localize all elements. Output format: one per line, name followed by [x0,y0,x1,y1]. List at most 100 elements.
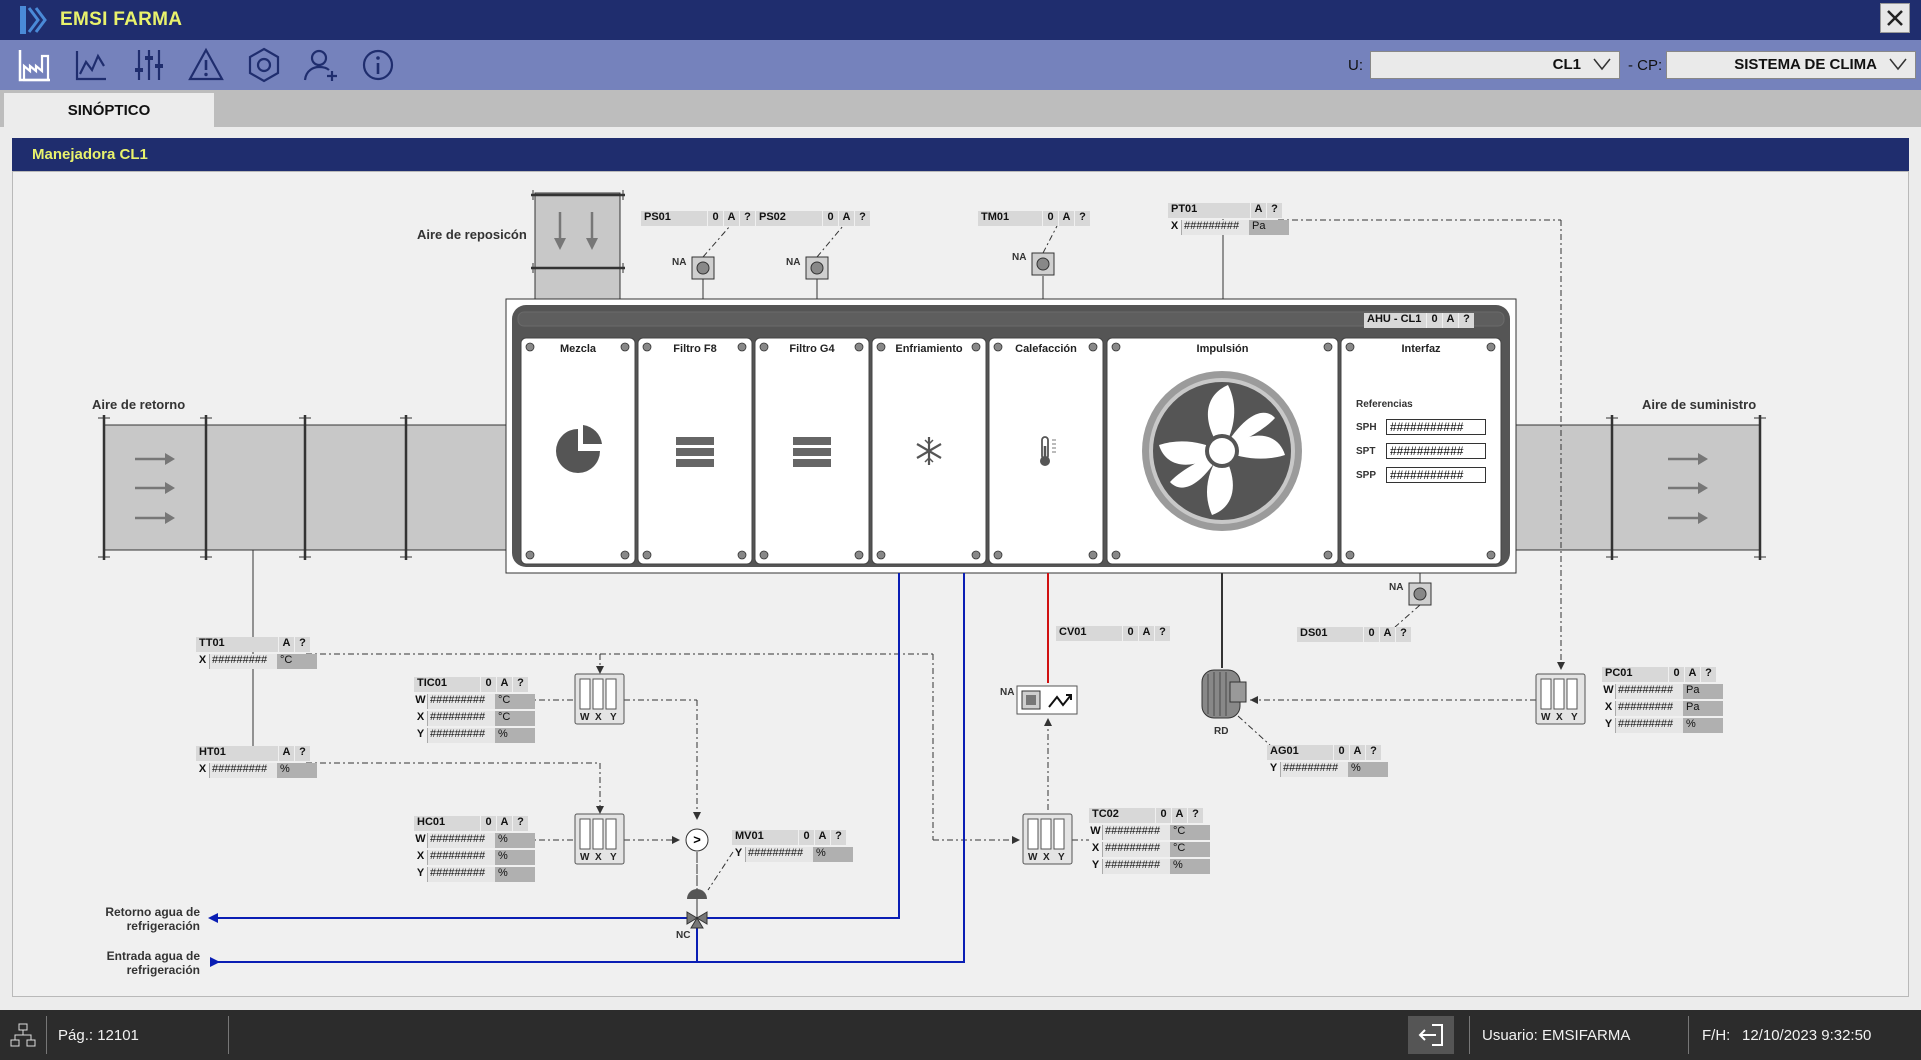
water-lines [216,573,965,963]
pid-wxy-labels: W X Y [1541,712,1578,723]
module-title-filtro-g4: Filtro G4 [789,343,835,355]
na-label: NA [1012,252,1027,263]
cp-dropdown[interactable]: SISTEMA DE CLIMA [1666,51,1916,79]
chevron-down-icon [1889,58,1907,71]
na-label: NA [672,257,687,268]
module-title-interfaz: Interfaz [1401,343,1441,355]
status-bar [0,1010,1921,1060]
module-title-filtro-f8: Filtro F8 [673,343,717,355]
settings-icon[interactable] [245,46,283,84]
na-label: NA [1000,687,1015,698]
sph-input[interactable]: ########### [1386,419,1486,435]
pc01-x-row: X#########Pa [1602,701,1723,716]
na-label: NA [786,257,801,268]
comparator [685,828,709,852]
tt01-x-row: X#########°C [196,654,317,669]
unit-value: CL1 [1552,56,1581,73]
user-icon[interactable] [302,46,340,84]
sliders-icon[interactable] [130,46,168,84]
tab-label: SINÓPTICO [67,102,151,119]
unit-label: U: [1348,57,1363,74]
supply-duct [1511,415,1766,560]
ds01-sensor [1408,573,1432,606]
sensors-top [691,219,1224,299]
mix-pie-icon [556,425,602,473]
tc02-y-row: Y#########% [1089,859,1210,874]
heating-valve [1016,573,1078,715]
logout-button[interactable] [1408,1016,1454,1054]
panel-header [12,138,1909,171]
tab-sinoptico[interactable]: SINÓPTICO [4,93,214,127]
close-button[interactable] [1880,3,1910,33]
hc01-y-row: Y#########% [414,867,535,882]
pt01-x-row: X#########Pa [1168,220,1289,235]
title-bar [0,0,1921,40]
rd-label: RD [1214,726,1229,737]
cp-value: SISTEMA DE CLIMA [1734,56,1877,73]
page-number: Pág.: 12101 [58,1027,139,1044]
spt-label: SPT [1356,446,1376,457]
ahu-modules [520,337,1502,565]
info-icon[interactable] [359,46,397,84]
pc01-y-row: Y#########% [1602,718,1723,733]
tc02-x-row: X#########°C [1089,842,1210,857]
hc01-w-row: W#########% [414,833,535,848]
pid-wxy-labels: W X Y [580,712,617,723]
spp-input[interactable]: ########### [1386,467,1486,483]
tic01-w-row: W#########°C [414,694,535,709]
datetime-value: 12/10/2023 9:32:50 [1742,1027,1872,1044]
spp-label: SPP [1356,470,1377,481]
motor-rd [1201,573,1247,719]
factory-icon[interactable] [16,46,54,84]
ag01-y-row: Y#########% [1267,762,1388,777]
signal-arrowheads [596,662,1565,844]
ht01-x-row: X#########% [196,763,317,778]
comparator-symbol: > [693,832,701,847]
spt-input[interactable]: ########### [1386,443,1486,459]
return-duct [98,415,507,560]
hc01-x-row: X#########% [414,850,535,865]
logout-icon [1418,1024,1443,1046]
pid-wxy-labels: W X Y [1028,852,1065,863]
nc-label: NC [676,930,691,941]
makeup-air-duct [531,190,625,300]
datetime-label: F/H: [1702,1027,1731,1044]
app-logo-icon [18,4,50,36]
module-screws [525,342,1496,560]
app-title: EMSI FARMA [60,9,183,30]
warning-icon[interactable] [187,46,225,84]
supply-air-label: Aire de suministro [1642,397,1757,412]
pid-blocks [574,673,1586,865]
makeup-air-label: Aire de reposicón [417,227,527,242]
diagram-canvas [98,190,1766,967]
tic01-x-row: X#########°C [414,711,535,726]
pc01-w-row: W#########Pa [1602,684,1723,699]
sph-label: SPH [1356,422,1377,433]
unit-dropdown[interactable]: CL1 [1370,51,1620,79]
network-icon [10,1022,36,1048]
return-air-label: Aire de retorno [92,397,186,412]
user-status: Usuario: EMSIFARMA [1482,1027,1631,1044]
water-arrows [208,913,220,967]
airflow-arrows [135,453,175,524]
fan-icon [1142,371,1302,531]
module-title-impulsion: Impulsión [1196,343,1249,355]
trend-chart-icon[interactable] [72,46,110,84]
